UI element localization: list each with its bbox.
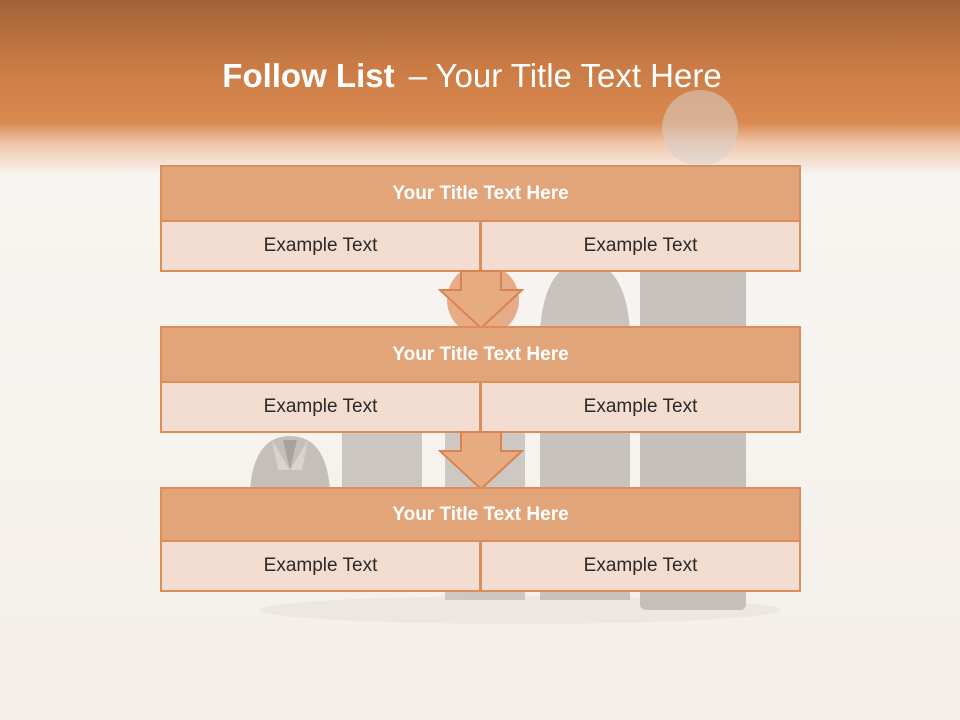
slide-title: Follow List – Your Title Text Here bbox=[0, 52, 944, 100]
block-cell-left: Example Text bbox=[160, 383, 481, 433]
title-bold: Follow List bbox=[222, 57, 395, 94]
down-arrow-icon bbox=[438, 431, 524, 491]
block-cell-left: Example Text bbox=[160, 542, 481, 592]
block-title: Your Title Text Here bbox=[160, 326, 801, 383]
block-cell-right: Example Text bbox=[480, 383, 801, 433]
block-cell-left: Example Text bbox=[160, 222, 481, 272]
block-title: Your Title Text Here bbox=[160, 165, 801, 222]
header-band bbox=[0, 0, 960, 175]
block-title: Your Title Text Here bbox=[160, 487, 801, 542]
block-cell-right: Example Text bbox=[480, 222, 801, 272]
down-arrow-icon bbox=[438, 270, 524, 330]
block-cell-right: Example Text bbox=[480, 542, 801, 592]
title-rest: – Your Title Text Here bbox=[408, 57, 722, 94]
